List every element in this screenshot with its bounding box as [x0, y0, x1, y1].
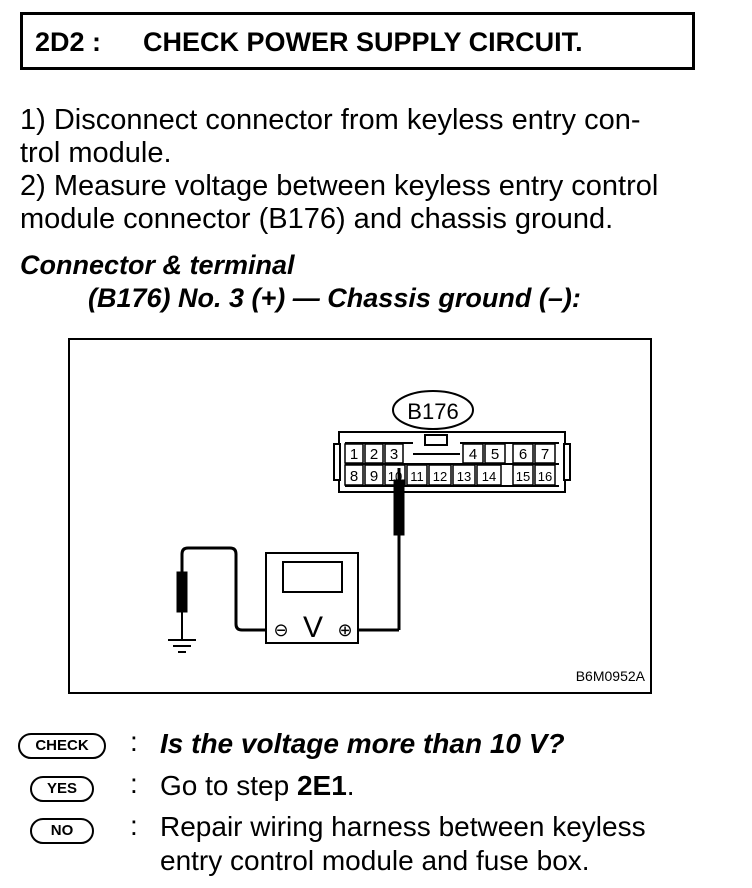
bottom-terminal-number: 9 [370, 468, 378, 485]
top-terminal-number: 2 [370, 446, 378, 463]
top-terminal-cell [534, 443, 556, 464]
yes-badge: YES [30, 776, 94, 802]
top-terminal-cell [462, 443, 484, 464]
no-badge: NO [30, 818, 94, 844]
bottom-terminal-number: 15 [516, 469, 530, 484]
top-terminal-number: 6 [519, 446, 527, 463]
top-terminal-number: 1 [350, 446, 358, 463]
check-question: Is the voltage more than 10 V? [160, 728, 565, 759]
chassis-ground-icon [168, 639, 196, 653]
top-terminal-cell [512, 443, 534, 464]
top-terminal-cell [364, 443, 384, 464]
top-terminal-cell [384, 443, 404, 464]
yes-step-link: 2E1 [296, 770, 347, 801]
bottom-terminal-cell [452, 464, 476, 486]
bottom-terminal-cell [428, 464, 452, 486]
voltmeter-display [282, 561, 343, 593]
connector-label-bubble [392, 390, 474, 430]
instruction-line-2: trol module. [20, 137, 172, 169]
voltmeter-symbol: V [303, 611, 323, 644]
no-action-line-1: Repair wiring harness between keyless [160, 811, 646, 842]
instruction-line-3: 2) Measure voltage between keyless entry… [20, 170, 659, 202]
yes-action: Go to step 2E1. [160, 770, 355, 802]
bottom-terminal-cell [534, 464, 556, 486]
connector-heading: Connector & terminal [20, 250, 295, 280]
connector-label: B176 [407, 399, 458, 424]
top-terminal-number: 4 [469, 446, 477, 463]
yes-colon: : [130, 768, 138, 799]
top-terminal-cell [484, 443, 506, 464]
step-header-box: 2D2 : CHECK POWER SUPPLY CIRCUIT. [20, 12, 695, 70]
plus-terminal-icon: ⊕ [337, 620, 352, 641]
bottom-terminal-number: 13 [457, 469, 471, 484]
top-terminal-number: 3 [390, 446, 398, 463]
bottom-terminal-number: 8 [350, 468, 358, 485]
top-terminal-number: 5 [491, 446, 499, 463]
bottom-terminal-cell [476, 464, 502, 486]
step-title: CHECK POWER SUPPLY CIRCUIT. [143, 27, 583, 57]
bottom-terminal-cell [344, 464, 364, 486]
bottom-terminal-number: 16 [538, 469, 552, 484]
bottom-terminal-cell [512, 464, 534, 486]
figure-id: B6M0952A [576, 668, 646, 684]
voltmeter: V ⊖ ⊕ [265, 552, 359, 644]
instruction-line-4: module connector (B176) and chassis grou… [20, 203, 614, 235]
top-terminal-cell [344, 443, 364, 464]
connector-spec: (B176) No. 3 (+) — Chassis ground (–): [88, 283, 581, 313]
bottom-terminal-number: 14 [482, 469, 496, 484]
bottom-terminal-number: 11 [410, 469, 424, 484]
check-colon: : [130, 726, 138, 757]
bottom-terminal-cell [406, 464, 428, 486]
minus-terminal-icon: ⊖ [273, 620, 288, 641]
no-colon: : [130, 810, 138, 841]
probe-negative [176, 546, 266, 640]
bottom-terminal-cell [364, 464, 384, 486]
step-id: 2D2 : [35, 27, 102, 57]
yes-action-suffix: . [346, 770, 355, 801]
bottom-terminal-number: 12 [433, 469, 447, 484]
check-badge: CHECK [18, 733, 106, 759]
top-terminal-number: 7 [541, 446, 549, 463]
instruction-line-1: 1) Disconnect connector from keyless ent… [20, 104, 641, 136]
no-action-line-2: entry control module and fuse box. [160, 845, 590, 876]
yes-action-prefix: Go to step [160, 770, 297, 801]
